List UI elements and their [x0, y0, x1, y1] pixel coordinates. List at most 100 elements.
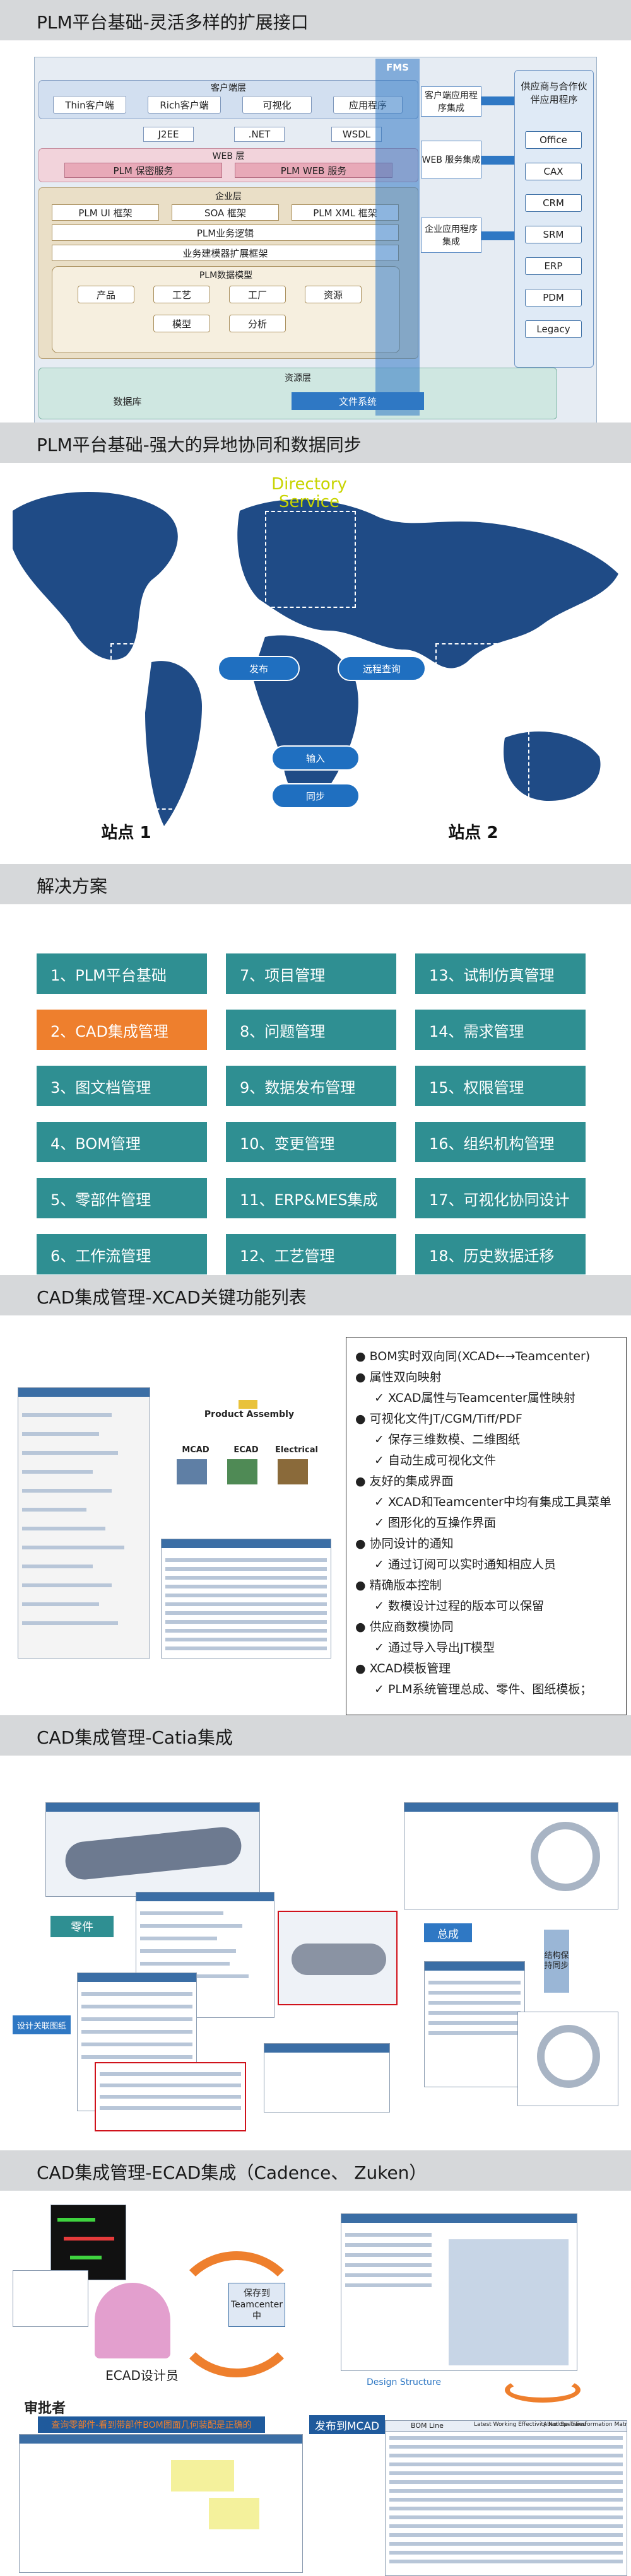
- site1-box: [110, 643, 204, 810]
- section-title: 解决方案: [37, 876, 108, 897]
- assembly-label: 总成: [424, 1923, 472, 1942]
- feature-text: 供应商数模协同: [369, 1620, 454, 1634]
- protocol-wsdl: WSDL: [331, 127, 382, 142]
- partner-srm: SRM: [525, 226, 582, 243]
- partner-title: 供应商与合作伙伴应用程序: [521, 81, 587, 105]
- fms-bar: [375, 59, 420, 416]
- solution-process-mgmt[interactable]: 12、工艺管理: [226, 1234, 396, 1274]
- feature-sub: ✓ 保存三维数模、二维图纸: [355, 1430, 620, 1450]
- section-title: CAD集成管理-XCAD关键功能列表: [37, 1287, 307, 1308]
- integration-enterprise: 企业应用程序集成: [421, 218, 481, 253]
- data-analysis: 分析: [229, 315, 286, 332]
- partner-office: Office: [525, 131, 582, 149]
- solution-data-migration[interactable]: 18、历史数据迁移: [415, 1234, 586, 1274]
- feature-text: 属性双向映射: [369, 1370, 442, 1384]
- data-product: 产品: [78, 286, 134, 303]
- client-layer-label: 客户端层: [211, 83, 246, 93]
- partner-cax: CAX: [525, 163, 582, 180]
- section-title: CAD集成管理-Catia集成: [37, 1727, 233, 1748]
- partner-column: 供应商与合作伙伴应用程序 Office CAX CRM SRM ERP PDM …: [514, 70, 594, 368]
- feature-sub: ✓ XCAD属性与Teamcenter属性映射: [355, 1388, 620, 1409]
- feature-sub-text: 图形化的互操作界面: [387, 1516, 496, 1530]
- solution-requirement-mgmt[interactable]: 14、需求管理: [415, 1010, 586, 1050]
- solution-bom-mgmt[interactable]: 4、BOM管理: [37, 1122, 207, 1162]
- resource-database: 数据库: [113, 395, 142, 407]
- feature-bullet: ● XCAD模板管理: [355, 1658, 620, 1679]
- fms-label: FMS: [386, 62, 409, 73]
- action-remote-query: 远程查询: [338, 656, 426, 681]
- feature-text: 友好的集成界面: [369, 1474, 454, 1488]
- check-icon: ✓: [374, 1391, 388, 1405]
- solution-change-mgmt[interactable]: 10、变更管理: [226, 1122, 396, 1162]
- feature-bullet: ● 供应商数模协同: [355, 1617, 620, 1638]
- site2-label: 站点 2: [448, 823, 498, 842]
- drawing-tree: [95, 2062, 246, 2131]
- section-header: PLM平台基础-灵活多样的扩展接口: [0, 0, 631, 40]
- design-structure-label: Design Structure: [367, 2377, 441, 2387]
- solution-org-mgmt[interactable]: 16、组织机构管理: [415, 1122, 586, 1162]
- feature-sub: ✓ PLM系统管理总成、零件、图纸模板；: [355, 1679, 620, 1700]
- feature-sub: ✓ 数模设计过程的版本可以保留: [355, 1596, 620, 1617]
- feature-text: 可视化文件JT/CGM/Tiff/PDF: [369, 1412, 522, 1426]
- ecad-thumb: [227, 1459, 257, 1484]
- solution-erp-mes[interactable]: 11、ERP&MES集成: [226, 1178, 396, 1218]
- web-security-service: PLM 保密服务: [64, 163, 222, 178]
- solution-project-mgmt[interactable]: 7、项目管理: [226, 953, 396, 994]
- sync-arrows-icon: [505, 2377, 581, 2403]
- xcad-tree-screenshot: [18, 1387, 150, 1658]
- solution-workflow-mgmt[interactable]: 6、工作流管理: [37, 1234, 207, 1274]
- designer-icon: [95, 2283, 170, 2358]
- section-title: PLM平台基础-灵活多样的扩展接口: [37, 12, 309, 33]
- feature-sub-text: PLM系统管理总成、零件、图纸模板；: [387, 1682, 593, 1696]
- client-rich: Rich客户端: [148, 96, 221, 114]
- feature-sub-text: 通过导入导出JT模型: [387, 1641, 495, 1655]
- check-icon: ✓: [374, 1516, 388, 1530]
- feature-bullet: ● 可视化文件JT/CGM/Tiff/PDF: [355, 1409, 620, 1430]
- protocol-j2ee: J2EE: [143, 127, 194, 142]
- bullet-icon: ●: [355, 1370, 370, 1384]
- partner-erp: ERP: [525, 257, 582, 275]
- web-layer-label: WEB 层: [212, 151, 245, 161]
- check-icon: ✓: [374, 1433, 388, 1447]
- feature-bullet: ● 友好的集成界面: [355, 1471, 620, 1492]
- action-import: 输入: [271, 745, 360, 771]
- check-icon: ✓: [374, 1454, 388, 1467]
- arrow-icon: [481, 231, 514, 240]
- section-header: CAD集成管理-ECAD集成（Cadence、 Zuken）: [0, 2150, 631, 2191]
- solution-document-mgmt[interactable]: 3、图文档管理: [37, 1066, 207, 1106]
- mcad-thumb: [177, 1459, 207, 1484]
- solution-parts-mgmt[interactable]: 5、零部件管理: [37, 1178, 207, 1218]
- data-model-label: PLM数据模型: [199, 271, 253, 281]
- resource-layer: 资源层 数据库 文件系统: [38, 368, 557, 419]
- web-layer: WEB 层 PLM 保密服务 PLM WEB 服务: [38, 148, 418, 182]
- reviewer-screenshot: [19, 2434, 303, 2573]
- business-logic: PLM业务逻辑: [52, 224, 399, 241]
- assembly-label: Product Assembly: [204, 1409, 295, 1419]
- integration-web: WEB 服务集成: [421, 141, 481, 178]
- feature-sub: ✓ XCAD和Teamcenter中均有集成工具菜单: [355, 1492, 620, 1513]
- data-model-item: 模型: [153, 315, 210, 332]
- solution-issue-mgmt[interactable]: 8、问题管理: [226, 1010, 396, 1050]
- solution-visual-collab[interactable]: 17、可视化协同设计: [415, 1178, 586, 1218]
- feature-sub-text: 自动生成可视化文件: [387, 1454, 496, 1467]
- solution-permission-mgmt[interactable]: 15、权限管理: [415, 1066, 586, 1106]
- solution-cad-integration[interactable]: 2、CAD集成管理: [37, 1010, 207, 1050]
- directory-service-label: Directory Service: [271, 475, 347, 511]
- feature-sub-text: XCAD和Teamcenter中均有集成工具菜单: [387, 1495, 611, 1509]
- solution-data-release[interactable]: 9、数据发布管理: [226, 1066, 396, 1106]
- catia-part-screenshot: [45, 1802, 260, 1897]
- assembly-diagram: Product Assembly MCAD ECAD Electrical: [158, 1400, 341, 1526]
- section-header: 解决方案: [0, 864, 631, 904]
- feature-sub-text: 数模设计过程的版本可以保留: [387, 1599, 544, 1613]
- solution-trial-simulation[interactable]: 13、试制仿真管理: [415, 953, 586, 994]
- data-resource: 资源: [305, 286, 362, 303]
- solution-plm-platform[interactable]: 1、PLM平台基础: [37, 953, 207, 994]
- section-title: PLM平台基础-强大的异地协同和数据同步: [37, 434, 362, 455]
- steering-wheel-screenshot: [404, 1802, 618, 1909]
- check-icon: ✓: [374, 1558, 388, 1571]
- bullet-icon: ●: [355, 1537, 370, 1551]
- schematic-screenshot: [13, 2270, 88, 2327]
- design-drawing-label: 设计关联图纸: [13, 2015, 71, 2034]
- electrical-thumb: [278, 1459, 308, 1484]
- feature-bullet: ● 精确版本控制: [355, 1575, 620, 1596]
